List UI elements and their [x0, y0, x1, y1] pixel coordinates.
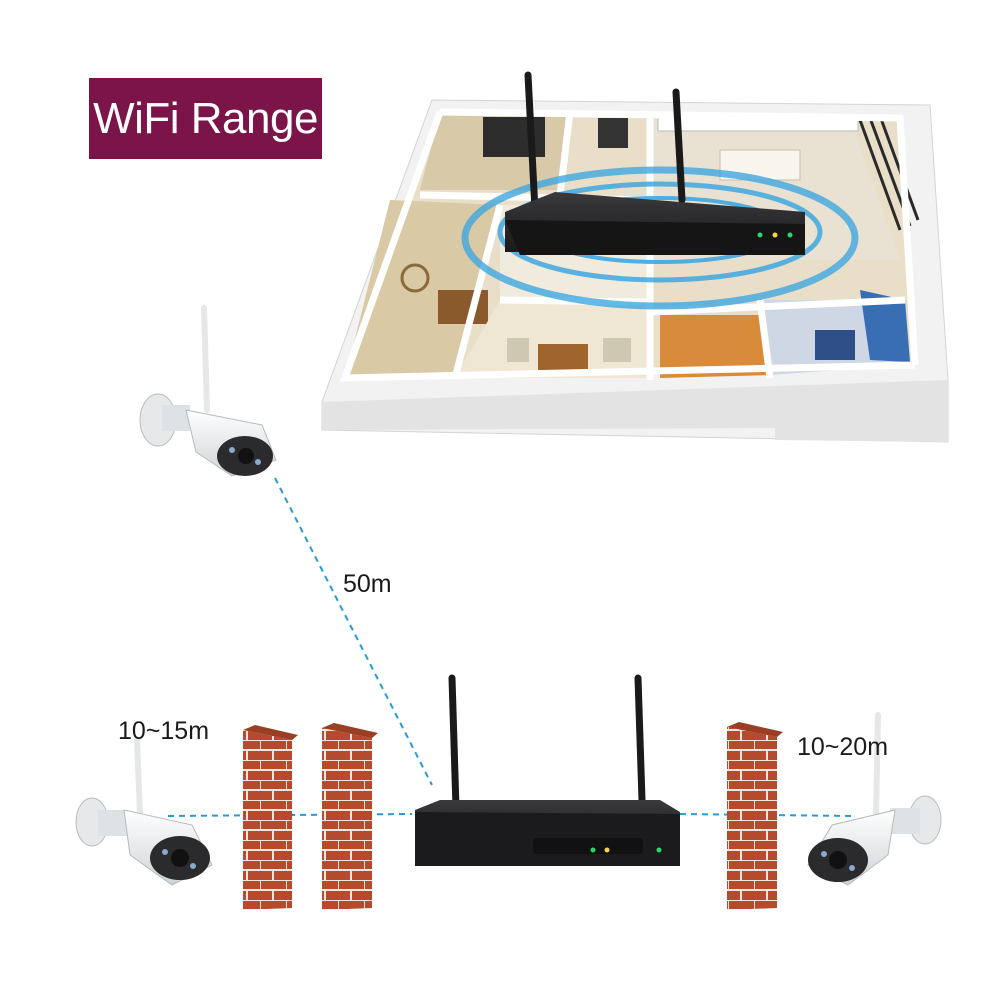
title-badge: WiFi Range	[89, 78, 322, 159]
wifi-nvr-recorder-icon	[415, 674, 680, 866]
long-range-label: 50m	[343, 570, 392, 598]
brick-wall-left-inner	[322, 723, 378, 910]
long-range-line	[274, 477, 433, 786]
right-wall-line	[679, 813, 853, 817]
bullet-camera-right	[807, 712, 942, 886]
right-wall-range-label: 10~20m	[797, 733, 889, 761]
brick-wall-right	[727, 722, 783, 910]
bullet-camera-top-left	[139, 305, 277, 477]
floorplan-nvr-icon	[505, 71, 805, 255]
bullet-camera-left	[75, 737, 213, 886]
brick-wall-left-outer	[243, 725, 298, 910]
page-title: WiFi Range	[93, 93, 318, 143]
left-wall-range-label: 10~15m	[118, 717, 210, 745]
house-floorplan-image	[321, 71, 949, 443]
